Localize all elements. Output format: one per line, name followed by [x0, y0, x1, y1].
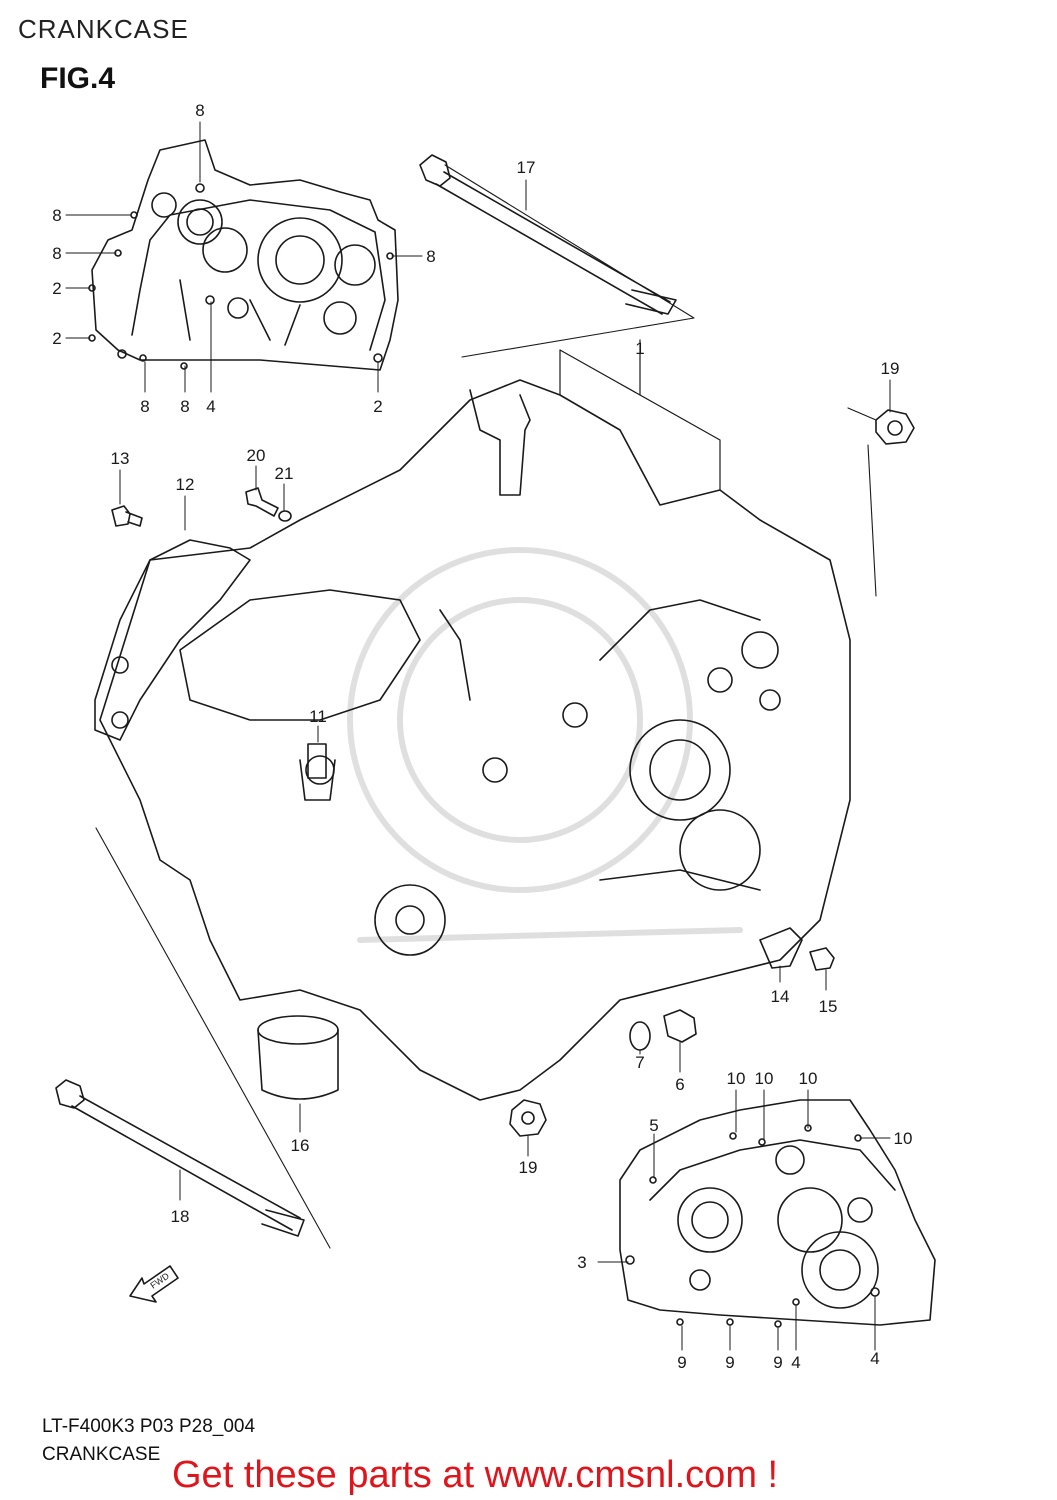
callout-5: 5 [649, 1116, 658, 1135]
callout-8: 8 [52, 244, 61, 263]
callout-4: 4 [791, 1353, 800, 1372]
o-ring-21 [278, 510, 292, 522]
callout-4: 4 [206, 397, 215, 416]
washer-7 [629, 1021, 651, 1051]
oil-filter-16 [257, 1015, 339, 1100]
main-crankcase [99, 339, 851, 1101]
gasket-12 [94, 539, 251, 741]
footer-caption: CRANKCASE [42, 1444, 161, 1465]
screw-15 [809, 947, 835, 971]
callout-19: 19 [519, 1158, 538, 1177]
callout-16: 16 [291, 1136, 310, 1155]
forward-arrow-icon [129, 1265, 179, 1303]
leader-lines [65, 121, 891, 1351]
callout-3: 3 [577, 1253, 586, 1272]
callout-15: 15 [819, 997, 838, 1016]
callout-10: 10 [894, 1129, 913, 1148]
watermark-logo [347, 547, 743, 943]
lower-right-case-half [619, 1099, 936, 1328]
callout-18: 18 [171, 1207, 190, 1226]
bolt-hole [195, 183, 205, 193]
callout-8: 8 [140, 397, 149, 416]
callout-9: 9 [677, 1353, 686, 1372]
callout-13: 13 [111, 449, 130, 468]
callout-1: 1 [635, 339, 644, 358]
callout-4: 4 [870, 1349, 879, 1368]
callout-14: 14 [771, 987, 790, 1006]
long-bolt-18 [55, 827, 331, 1249]
bolt-13 [111, 505, 143, 527]
drain-plug-6 [663, 1009, 697, 1043]
callout-2: 2 [52, 279, 61, 298]
callout-8: 8 [52, 206, 61, 225]
fwd-label: FWD [148, 1270, 171, 1290]
upper-left-case-half [88, 139, 399, 371]
figure-label: FIG.4 [40, 62, 116, 95]
diagram-code: LT-F400K3 P03 P28_004 [42, 1416, 256, 1437]
callout-10: 10 [755, 1069, 774, 1088]
callout-9: 9 [725, 1353, 734, 1372]
callout-19: 19 [881, 359, 900, 378]
section-title: CRANKCASE [18, 14, 189, 44]
callout-10: 10 [727, 1069, 746, 1088]
plate-14 [759, 927, 803, 969]
callout-12: 12 [176, 475, 195, 494]
nut-19-bottom [509, 1099, 547, 1137]
callout-8: 8 [426, 247, 435, 266]
fitting-20 [245, 487, 279, 517]
callout-20: 20 [247, 446, 266, 465]
callout-7: 7 [635, 1053, 644, 1072]
callout-2: 2 [52, 329, 61, 348]
pin-11 [307, 743, 327, 779]
callout-6: 6 [675, 1075, 684, 1094]
callout-2: 2 [373, 397, 382, 416]
nut-19-top [847, 407, 915, 597]
callout-21: 21 [275, 464, 294, 483]
callout-17: 17 [517, 158, 536, 177]
callout-10: 10 [799, 1069, 818, 1088]
callout-9: 9 [773, 1353, 782, 1372]
promo-link[interactable]: Get these parts at www.cmsnl.com ! [172, 1454, 779, 1496]
long-bolt-17 [419, 154, 695, 358]
callout-8: 8 [180, 397, 189, 416]
callout-8: 8 [195, 101, 204, 120]
callout-11: 11 [309, 707, 327, 726]
